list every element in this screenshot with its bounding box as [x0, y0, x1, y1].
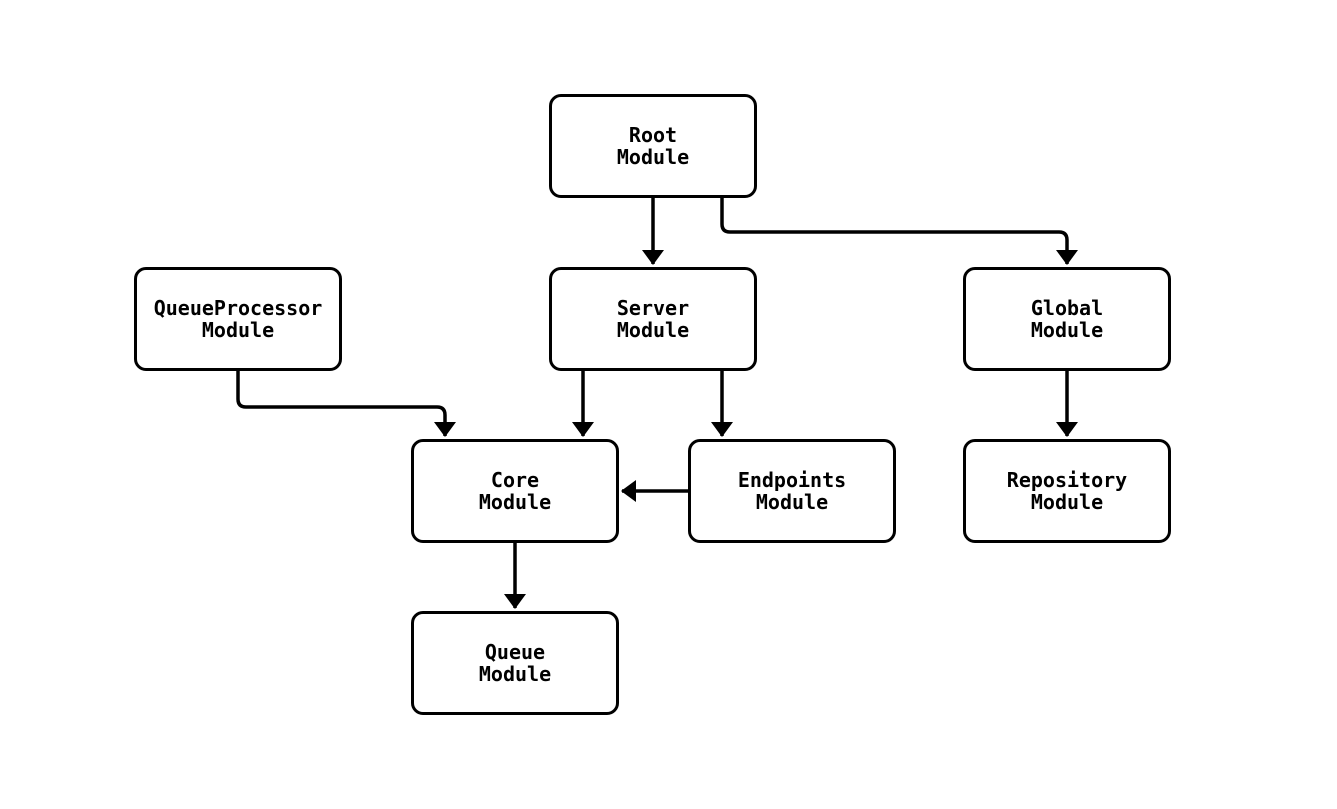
node-queueprocessor-module-label: QueueProcessor Module [153, 296, 323, 342]
edge-root-to-global [720, 198, 1078, 265]
node-server-module: Server Module [549, 267, 757, 371]
node-server-module-label: Server Module [616, 296, 690, 342]
node-global-module-label: Global Module [1030, 296, 1104, 342]
node-core-module-label: Core Module [478, 468, 552, 514]
node-global-module: Global Module [963, 267, 1171, 371]
node-queueprocessor-module: QueueProcessor Module [134, 267, 342, 371]
node-endpoints-module: Endpoints Module [688, 439, 896, 543]
node-root-module: Root Module [549, 94, 757, 198]
edge-queueprocessor-to-core [236, 371, 456, 437]
node-core-module: Core Module [411, 439, 619, 543]
node-repository-module: Repository Module [963, 439, 1171, 543]
node-repository-module-label: Repository Module [1006, 468, 1128, 514]
node-queue-module: Queue Module [411, 611, 619, 715]
node-endpoints-module-label: Endpoints Module [737, 468, 847, 514]
node-queue-module-label: Queue Module [478, 640, 552, 686]
node-root-module-label: Root Module [616, 123, 690, 169]
